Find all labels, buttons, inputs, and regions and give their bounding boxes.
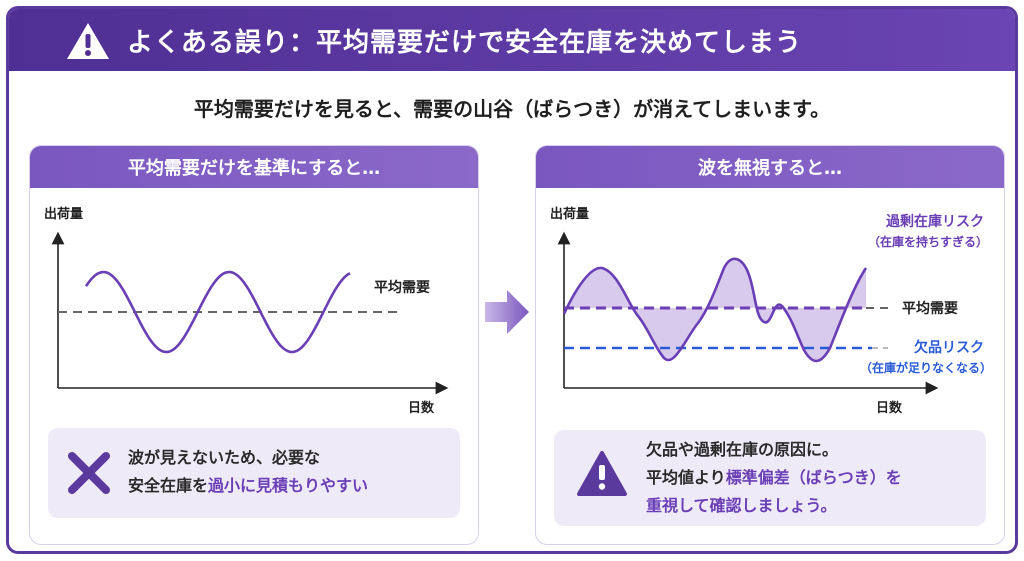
deviation-area [564, 258, 866, 361]
title-banner: よくある誤り：平均需要だけで安全在庫を決めてしまう [9, 9, 1015, 71]
right-mean-label: 平均需要 [902, 300, 958, 317]
right-note-line3: 重視して確認しましょう。 [646, 496, 837, 515]
right-panel: 波を無視すると… 出荷量 日数 平均需要 過剰在庫リスク （在庫を持ちすぎる） … [535, 145, 1005, 545]
left-y-axis-label: 出荷量 [44, 206, 83, 222]
page-title: よくある誤り：平均需要だけで安全在庫を決めてしまう [127, 27, 803, 58]
infographic-frame: よくある誤り：平均需要だけで安全在庫を決めてしまう 平均需要だけを見ると、需要の… [6, 6, 1018, 554]
left-chart: 出荷量 日数 平均需要 [44, 206, 449, 416]
right-arrow-icon [485, 290, 529, 334]
right-panel-header: 波を無視すると… [536, 146, 1004, 188]
left-note: 波が見えないため、必要な 安全在庫を過小に見積もりやすい [48, 428, 460, 518]
cross-icon [68, 452, 110, 494]
left-note-line2: 安全在庫を過小に見積もりやすい [128, 472, 368, 500]
right-chart: 出荷量 日数 平均需要 過剰在庫リスク （在庫を持ちすぎる） 欠品リスク （在庫… [550, 206, 992, 416]
left-x-axis-label: 日数 [408, 400, 435, 416]
left-mean-label: 平均需要 [374, 279, 430, 296]
right-note-text: 欠品や過剰在庫の原因に。 平均値より標準偏差（ばらつき）を 重視して確認しましょ… [646, 436, 902, 520]
over-risk-label: 過剰在庫リスク [885, 213, 984, 230]
right-note-emphasis: 標準偏差（ばらつき）を [725, 468, 902, 487]
right-note-line1: 欠品や過剰在庫の原因に。 [646, 440, 839, 459]
left-panel-header: 平均需要だけを基準にすると… [30, 146, 478, 188]
left-note-line1: 波が見えないため、必要な [128, 448, 321, 467]
over-risk-sub: （在庫を持ちすぎる） [868, 234, 988, 249]
intro-text: 平均需要だけを見ると、需要の山谷（ばらつき）が消えてしまいます。 [193, 97, 831, 121]
right-note-line2: 平均値より標準偏差（ばらつき）を [646, 464, 902, 492]
right-y-axis-label: 出荷量 [550, 206, 589, 222]
right-note-prefix: 平均値より [646, 468, 726, 487]
left-note-emphasis: 過小に見積もりやすい [208, 476, 369, 495]
left-note-prefix: 安全在庫を [128, 476, 209, 495]
right-x-axis-label: 日数 [876, 400, 903, 416]
right-note: 欠品や過剰在庫の原因に。 平均値より標準偏差（ばらつき）を 重視して確認しましょ… [554, 430, 986, 526]
left-demand-wave [84, 270, 351, 354]
right-demand-wave [562, 257, 868, 363]
left-panel: 平均需要だけを基準にすると… 出荷量 日数 平均需要 波が見えないため、必要な … [29, 145, 479, 545]
warning-icon [67, 23, 109, 59]
warning-icon [577, 451, 627, 496]
left-note-text: 波が見えないため、必要な 安全在庫を過小に見積もりやすい [128, 444, 368, 500]
short-risk-label: 欠品リスク [914, 339, 984, 356]
short-risk-sub: （在庫が足りなくなる） [860, 360, 992, 375]
